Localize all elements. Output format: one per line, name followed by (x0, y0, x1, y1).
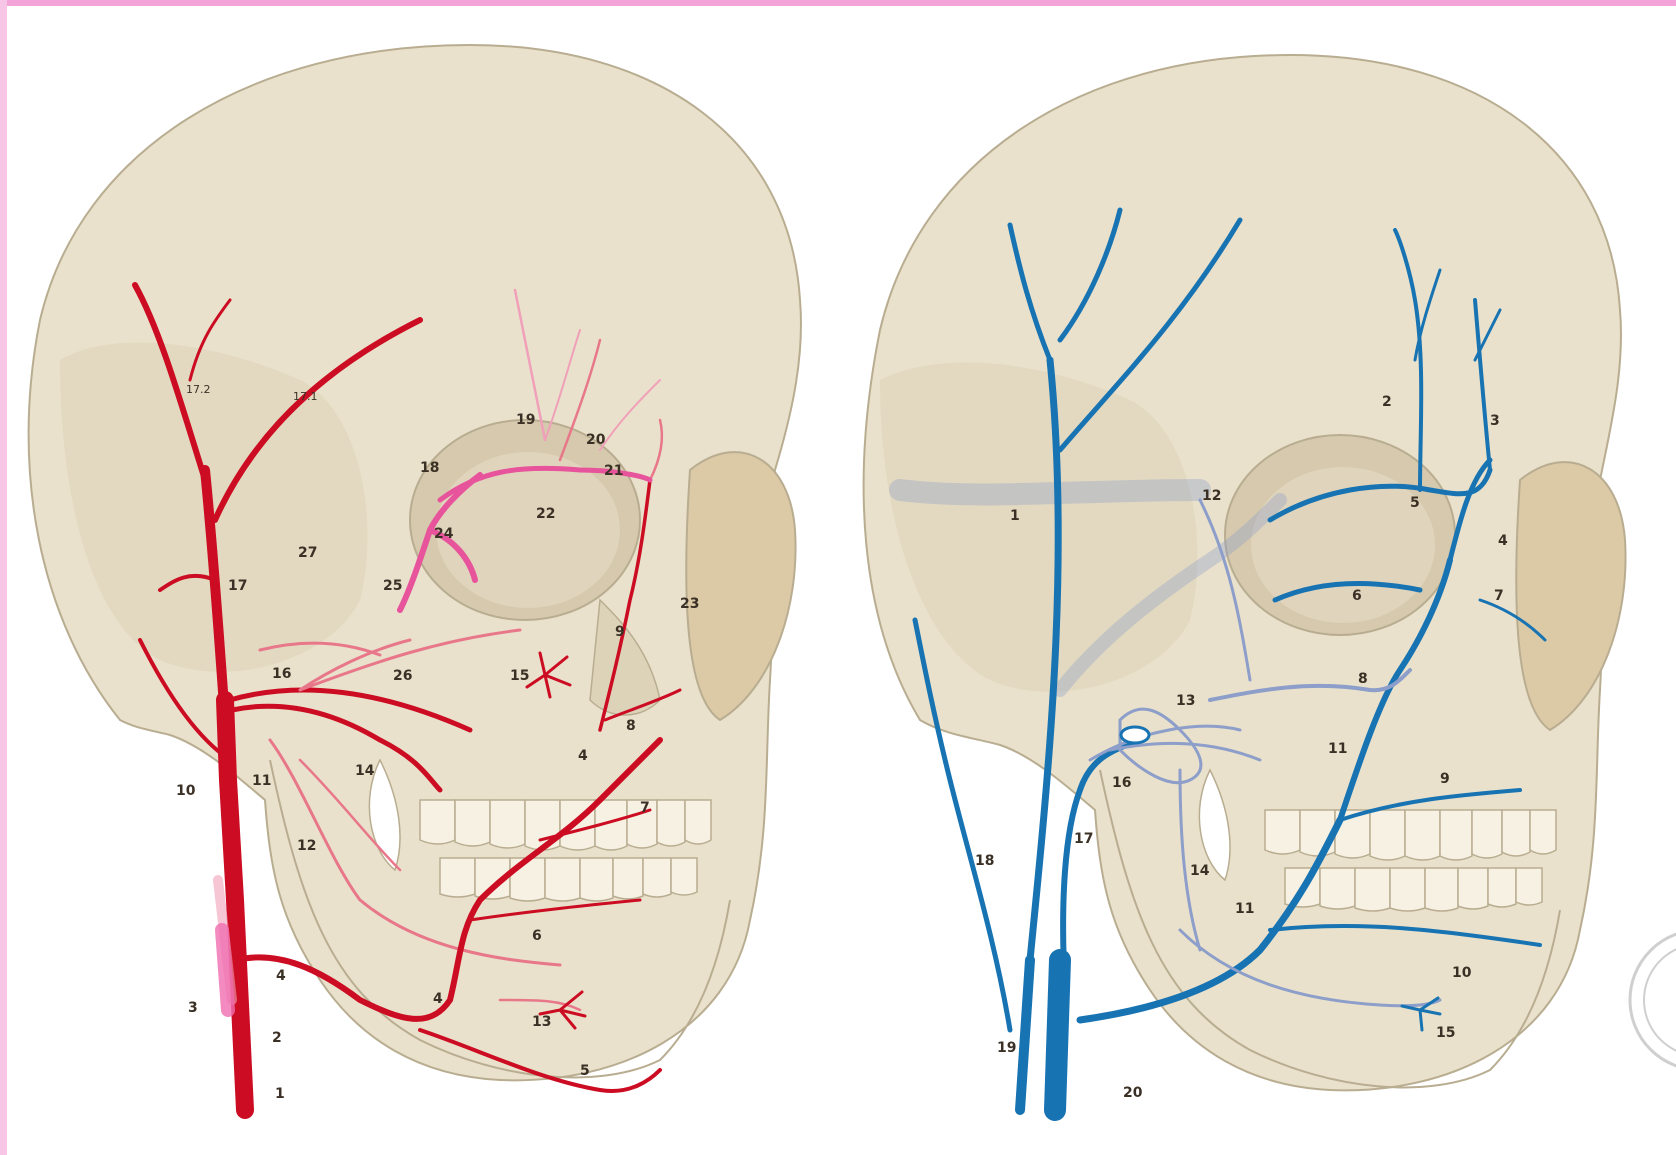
label-19: 19 (516, 412, 535, 428)
right-skull-panel: 1 2 3 4 5 6 7 8 9 10 11 11 12 13 14 15 1… (864, 55, 1626, 1110)
label-10: 10 (176, 783, 196, 799)
label-24: 24 (434, 526, 454, 542)
label-11: 11 (252, 773, 271, 789)
vein-label-2: 2 (1382, 394, 1392, 410)
label-17-1: 17.1 (293, 390, 318, 403)
vein-label-10: 10 (1452, 965, 1472, 981)
vein-label-5: 5 (1410, 495, 1420, 511)
vein-label-19: 19 (997, 1040, 1016, 1056)
external-jugular-vein (1020, 960, 1030, 1110)
label-17: 17 (228, 578, 247, 594)
label-1: 1 (275, 1086, 285, 1102)
vein-label-9: 9 (1440, 771, 1450, 787)
left-lower-teeth (440, 858, 697, 901)
vein-label-14: 14 (1190, 863, 1210, 879)
label-8: 8 (626, 718, 636, 734)
right-lower-teeth (1285, 868, 1542, 911)
pink-carotid-segment (222, 930, 228, 1010)
label-15: 15 (510, 668, 529, 684)
label-23: 23 (680, 596, 699, 612)
vein-label-1: 1 (1010, 508, 1020, 524)
label-26: 26 (393, 668, 412, 684)
seal-watermark-icon (1630, 930, 1676, 1070)
vein-lumen-highlight (1121, 727, 1149, 743)
label-4: 4 (578, 748, 588, 764)
right-skull (864, 55, 1626, 1090)
vein-label-16: 16 (1112, 775, 1131, 791)
vein-label-20: 20 (1123, 1085, 1143, 1101)
label-4: 4 (276, 968, 286, 984)
left-skull-panel: 1 2 3 4 4 4 5 6 7 8 9 10 11 12 13 14 15 … (29, 45, 801, 1110)
vein-label-18: 18 (975, 853, 994, 869)
label-16: 16 (272, 666, 291, 682)
label-9: 9 (615, 624, 625, 640)
label-18: 18 (420, 460, 439, 476)
vein-label-6: 6 (1352, 588, 1362, 604)
left-upper-teeth (420, 800, 711, 850)
vein-label-7: 7 (1494, 588, 1504, 604)
vein-label-4: 4 (1498, 533, 1508, 549)
vein-label-13: 13 (1176, 693, 1195, 709)
label-21: 21 (604, 463, 623, 479)
right-upper-teeth (1265, 810, 1556, 860)
left-orbit-inner (436, 452, 620, 608)
label-27: 27 (298, 545, 317, 561)
label-2: 2 (272, 1030, 282, 1046)
vein-label-8: 8 (1358, 671, 1368, 687)
label-7: 7 (640, 800, 650, 816)
label-14: 14 (355, 763, 375, 779)
label-6: 6 (532, 928, 542, 944)
label-4: 4 (433, 991, 443, 1007)
vein-label-11: 11 (1328, 741, 1347, 757)
label-25: 25 (383, 578, 402, 594)
label-3: 3 (188, 1000, 198, 1016)
label-22: 22 (536, 506, 555, 522)
label-20: 20 (586, 432, 606, 448)
vein-label-3: 3 (1490, 413, 1500, 429)
label-12: 12 (297, 838, 316, 854)
right-zygoma (1516, 462, 1625, 730)
left-zygoma (686, 452, 795, 720)
vein-label-12: 12 (1202, 488, 1221, 504)
label-17-2: 17.2 (186, 383, 211, 396)
vein-label-17: 17 (1074, 831, 1093, 847)
internal-jugular-vein (1055, 960, 1060, 1110)
vein-label-11: 11 (1235, 901, 1254, 917)
label-13: 13 (532, 1014, 551, 1030)
left-skull (29, 45, 801, 1080)
vein-label-15: 15 (1436, 1025, 1455, 1041)
label-5: 5 (580, 1063, 590, 1079)
deep-vein-shadow (900, 490, 1200, 494)
